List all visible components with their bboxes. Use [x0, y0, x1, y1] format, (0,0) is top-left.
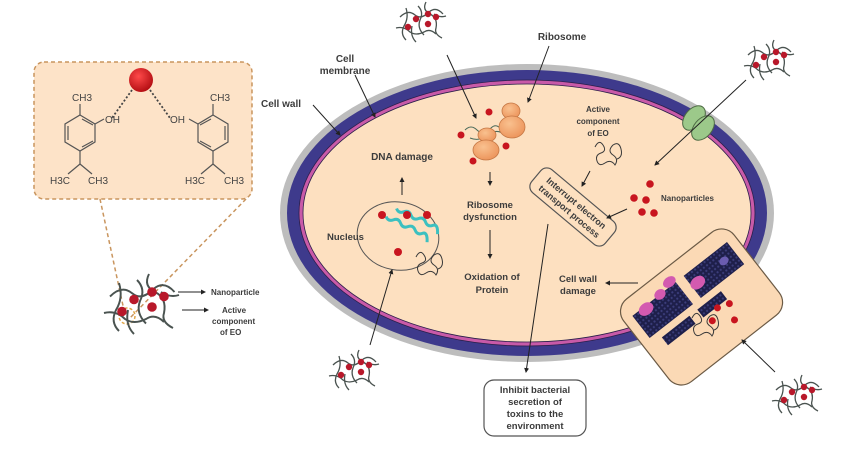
legend-nanoparticle-label: Nanoparticle — [211, 288, 260, 297]
label-nucleus: Nucleus — [327, 232, 364, 243]
arrow-to-inhibit — [524, 223, 549, 373]
legend-cluster: Nanoparticle Active component of EO — [103, 273, 260, 337]
label-ribosome: Ribosome — [538, 32, 587, 43]
label-cell-wall-damage-1: Cell wall — [559, 274, 597, 285]
molecule-inset: CH3 OH H3C CH3 CH3 OH H3C CH3 — [33, 61, 253, 319]
label-ribosome-dysfunction-2: dysfunction — [463, 212, 517, 223]
inhibit-line1: Inhibit bacterial — [500, 385, 570, 396]
chem-ch3-bottom-right: CH3 — [224, 176, 244, 187]
arrow-eo-to-interrupt — [581, 170, 591, 187]
label-cell-wall-damage-2: damage — [560, 286, 596, 297]
label-active-1: Active — [586, 105, 611, 114]
label-cell-membrane-2: membrane — [320, 66, 371, 77]
np-cluster-top — [395, 1, 447, 43]
label-oxidation-2: Protein — [476, 285, 509, 296]
np-cluster-bottom-left — [328, 349, 380, 391]
np-cluster-top-right — [743, 39, 795, 81]
thymol-molecule-left — [64, 104, 105, 175]
nanoparticle-sphere — [129, 68, 153, 92]
label-ribosome-dysfunction-1: Ribosome — [467, 200, 513, 211]
arrows — [312, 45, 776, 373]
np-cluster-bottom-right — [771, 374, 823, 416]
label-nanoparticles: Nanoparticles — [661, 194, 714, 203]
inset-connector-right — [129, 198, 247, 319]
label-cell-membrane-1: Cell — [336, 54, 355, 65]
chem-h3c-right: H3C — [185, 176, 205, 187]
label-active-2: component — [576, 117, 619, 126]
arrow-np-to-interrupt — [606, 208, 628, 219]
arrow-cell-wall — [312, 104, 341, 136]
chem-oh-left: OH — [105, 115, 120, 126]
thymol-molecule-right — [188, 104, 229, 175]
label-active-3: of EO — [587, 129, 608, 138]
bacterial-cell — [280, 64, 774, 362]
label-cell-wall: Cell wall — [261, 99, 301, 110]
cell-wall-damage-inset — [619, 228, 784, 386]
arrow-cell-membrane — [354, 74, 376, 118]
arrow-np-to-ribosome — [446, 54, 477, 119]
chem-oh-right: OH — [170, 115, 185, 126]
label-dna-damage: DNA damage — [371, 152, 433, 163]
label-oxidation-1: Oxidation of — [464, 272, 520, 283]
legend-active-line1: Active — [222, 306, 247, 315]
arrow-np-to-nucleus — [369, 269, 394, 346]
inhibit-line2: secretion of — [508, 397, 563, 408]
inhibit-line3: toxins to the — [507, 409, 563, 420]
chem-ch3-top-left: CH3 — [72, 93, 92, 104]
chem-ch3-bottom-left: CH3 — [88, 176, 108, 187]
inhibit-box: Inhibit bacterial secretion of toxins to… — [483, 379, 587, 437]
legend-active-line2: component — [212, 317, 255, 326]
hbond-left — [111, 89, 133, 119]
ribosomes — [457, 102, 526, 165]
arrow-ribosome-label — [527, 45, 550, 103]
inhibit-line4: environment — [506, 421, 564, 432]
porin-channel — [682, 105, 715, 141]
cytoplasm — [302, 83, 752, 343]
inset-box — [33, 61, 253, 200]
nanoparticle-group — [630, 180, 658, 217]
arrow-porin — [654, 79, 747, 166]
arrow-np-to-damage — [741, 339, 776, 373]
chem-ch3-top-right: CH3 — [210, 93, 230, 104]
hbond-right — [149, 89, 171, 119]
chem-h3c-left: H3C — [50, 176, 70, 187]
legend-active-line3: of EO — [220, 328, 241, 337]
